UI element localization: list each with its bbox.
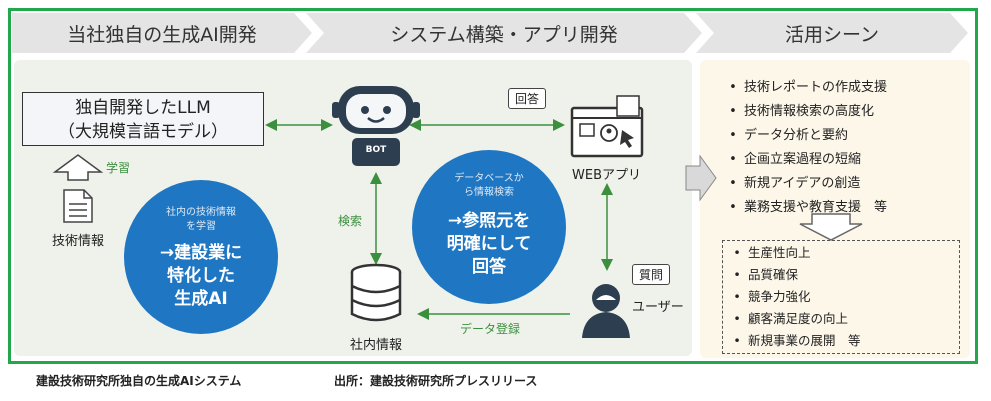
question-bubble: 質問 [632,264,671,285]
circle-mid-line-3: 回答 [472,257,506,277]
list-item: 生産性向上 [726,242,861,264]
circle-mid-line-1: →参照元を [447,211,531,231]
learning-label: 学習 [106,161,131,175]
circle-left-line-3: 生成AI [174,289,228,309]
document-icon [63,189,93,223]
list-item: 品質確保 [726,264,861,286]
list-item: 新規アイデアの創造 [722,172,887,196]
list-item: 競争力強化 [726,286,861,308]
llm-title: 独自開発したLLM [75,98,211,118]
bot-badge: BOT [365,145,387,155]
answer-bubble: 回答 [508,88,547,109]
bot-icon [332,86,420,166]
effects-box [722,240,960,354]
generative-ai-circle: 社内の技術情報 を学習 →建設業に 特化した 生成AI [124,180,278,334]
user-label: ユーザー [632,300,684,315]
source-caption: 出所：建設技術研究所プレスリリース [334,374,538,388]
document-label: 技術情報 [52,234,105,249]
header-step-1-label: 当社独自の生成AI開発 [67,23,257,46]
circle-mid-line-2: 明確にして [446,234,532,254]
figure-caption: 建設技術研究所独自の生成AIシステム [36,374,242,388]
circle-left-note-1: 社内の技術情報 [166,207,236,218]
reference-answer-circle: データベースか ら情報検索 →参照元を 明確にして 回答 [412,150,566,304]
search-label: 検索 [338,214,363,228]
database-label: 社内情報 [350,338,403,353]
list-item: 技術レポートの作成支援 [722,76,887,100]
webapp-label: WEBアプリ [572,168,641,183]
list-item: データ分析と要約 [722,124,887,148]
header-step-3: 活用シーン [696,13,968,53]
database-icon [350,263,402,322]
list-item: 業務支援や教育支援 等 [722,196,887,220]
user-icon [582,284,630,338]
list-item: 技術情報検索の高度化 [722,100,887,124]
effects-list: 生産性向上 品質確保 競争力強化 顧客満足度の向上 新規事業の展開 等 [726,242,861,352]
list-item: 新規事業の展開 等 [726,330,861,352]
list-item: 顧客満足度の向上 [726,308,861,330]
circle-left-note-2: を学習 [186,221,216,232]
header-step-1: 当社独自の生成AI開発 [12,13,312,53]
circle-left-line-2: 特化した [167,266,235,286]
use-case-list: 技術レポートの作成支援 技術情報検索の高度化 データ分析と要約 企画立案過程の短… [722,76,887,220]
circle-mid-note-1: データベースか [454,173,524,184]
flow-arrow-icon [685,154,717,202]
list-item: 企画立案過程の短縮 [722,148,887,172]
header-step-3-label: 活用シーン [784,23,880,46]
learning-arrow-icon [52,154,104,181]
circle-mid-note-2: ら情報検索 [464,187,514,198]
webapp-monitor-icon [570,95,644,158]
circle-left-line-1: →建設業に [159,243,243,263]
header-step-2: システム構築・アプリ開発 [306,13,702,53]
llm-box: 独自開発したLLM （大規模言語モデル） [22,92,264,146]
llm-subtitle: （大規模言語モデル） [58,122,228,142]
header-step-2-label: システム構築・アプリ開発 [390,23,618,46]
data-register-label: データ登録 [460,322,521,336]
